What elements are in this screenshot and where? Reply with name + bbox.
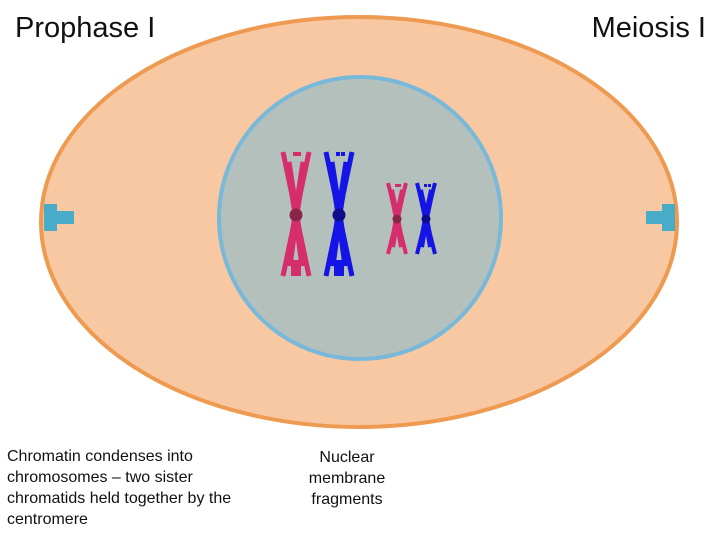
centrosome-left-icon — [44, 204, 74, 231]
chromatin-label: Chromatin condenses into chromosomes – t… — [7, 448, 232, 528]
centrosome-right-icon — [646, 204, 675, 231]
phase-title: Prophase I — [15, 12, 156, 44]
stage-title: Meiosis I — [591, 12, 706, 44]
chromosome-blue-small-icon — [415, 182, 437, 255]
chromosome-pink-large-icon — [280, 151, 312, 277]
nucleus — [217, 75, 503, 361]
nuclear-membrane-label: Nuclear membrane fragments — [308, 449, 386, 508]
chromosome-pink-small-icon — [386, 182, 408, 255]
chromosome-blue-large-icon — [323, 151, 355, 277]
